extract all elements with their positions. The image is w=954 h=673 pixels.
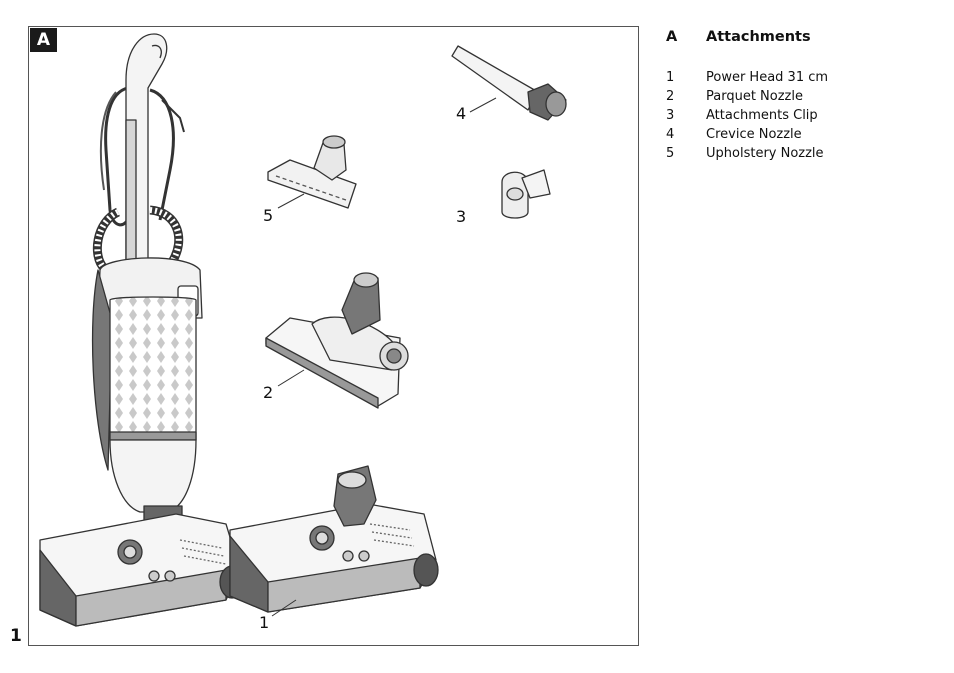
- legend-item: 3 Attachments Clip: [666, 106, 936, 125]
- legend-label: Parquet Nozzle: [706, 89, 803, 104]
- page-number: 1: [10, 626, 22, 646]
- legend-item: 1 Power Head 31 cm: [666, 68, 936, 87]
- figure-frame: A: [28, 26, 639, 646]
- legend-number: 5: [666, 146, 675, 161]
- section-title: Attachments: [706, 29, 811, 45]
- callout-4: 4: [456, 104, 467, 123]
- legend-number: 3: [666, 108, 675, 123]
- attachments-clip-drawing: [501, 169, 551, 219]
- legend-label: Attachments Clip: [706, 108, 818, 123]
- callout-1: 1: [259, 613, 270, 632]
- legend-number: 4: [666, 127, 675, 142]
- legend-label: Upholstery Nozzle: [706, 146, 824, 161]
- legend-label: Power Head 31 cm: [706, 70, 829, 85]
- section-letter: A: [666, 29, 678, 45]
- legend-item: 5 Upholstery Nozzle: [666, 144, 936, 163]
- vacuum-cleaner-drawing: [39, 33, 245, 627]
- callout-5: 5: [263, 206, 274, 225]
- parquet-nozzle-drawing: [265, 272, 409, 409]
- legend-label: Crevice Nozzle: [706, 127, 802, 142]
- callout-3: 3: [456, 207, 467, 226]
- callout-2: 2: [263, 383, 274, 402]
- legend-number: 1: [666, 70, 675, 85]
- upholstery-nozzle-drawing: [267, 135, 357, 209]
- power-head-drawing: [229, 465, 439, 613]
- legend-item: 2 Parquet Nozzle: [666, 87, 936, 106]
- section-heading: A Attachments: [666, 26, 936, 48]
- attachments-legend: 1 Power Head 31 cm 2 Parquet Nozzle 3 At…: [666, 68, 936, 163]
- callout-leader-lines: [271, 97, 497, 617]
- legend-item: 4 Crevice Nozzle: [666, 125, 936, 144]
- figure-badge: A: [30, 28, 57, 52]
- crevice-nozzle-drawing: [451, 45, 567, 121]
- attachments-section: A Attachments 1 Power Head 31 cm 2 Parqu…: [666, 26, 936, 163]
- legend-number: 2: [666, 89, 675, 104]
